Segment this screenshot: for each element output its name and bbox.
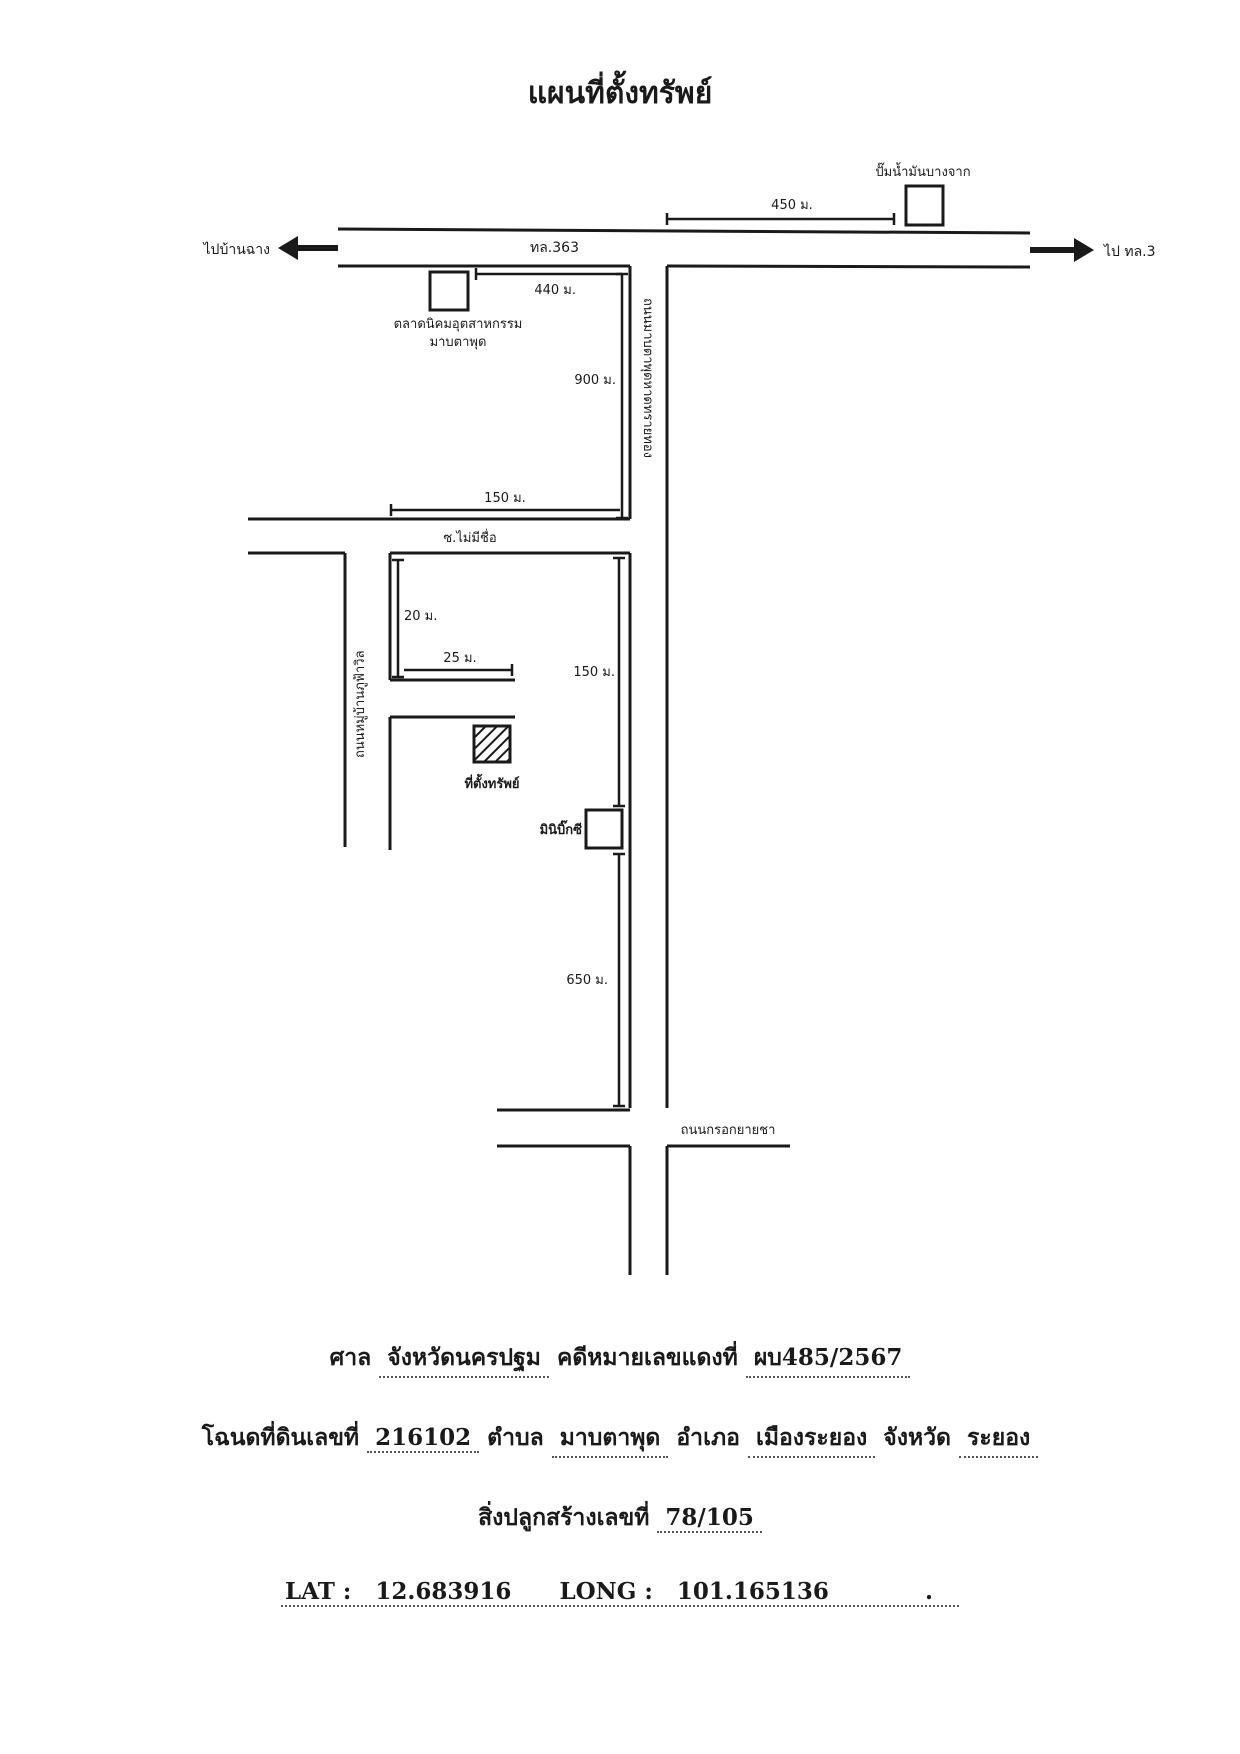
- long-label: LONG :: [559, 1578, 653, 1605]
- route363-north-edge: [337, 227, 1031, 235]
- route363-label: ทล.363: [530, 240, 579, 256]
- long-value: 101.165136: [676, 1578, 829, 1605]
- lot-v-distance: 20 ม.: [404, 609, 437, 624]
- arrow-right-icon: [1030, 238, 1094, 262]
- case-label: คดีหมายเลขแดงที่: [556, 1344, 738, 1371]
- lot-dimension: [392, 558, 514, 679]
- lot-h-distance: 25 ม.: [443, 651, 476, 666]
- minibigc-road-distance: 650 ม.: [566, 973, 608, 988]
- lat-label: LAT :: [284, 1578, 352, 1605]
- case-value: ผบ485/2567: [745, 1340, 911, 1378]
- market-v-distance: 900 ม.: [574, 373, 616, 388]
- bottom-road-label: ถนนกรอกยายชา: [681, 1123, 776, 1138]
- gas-station-label: ปั๊มน้ำมันบางจาก: [875, 162, 970, 180]
- main-road-label: ถนนมาบตาพุดหาดทรายทอง: [640, 298, 655, 458]
- property-minibigc-distance: 150 ม.: [573, 665, 615, 680]
- district-label: อำเภอ: [676, 1424, 740, 1451]
- subdistrict-value: มาบตาพุด: [551, 1420, 669, 1458]
- minibigc-road-dimension: [613, 852, 625, 1108]
- court-line: ศาล จังหวัดนครปฐม คดีหมายเลขแดงที่ ผบ485…: [0, 1340, 1240, 1378]
- property-minibigc-dimension: [613, 556, 625, 808]
- lat-value: 12.683916: [375, 1578, 512, 1605]
- soi-dimension: [389, 504, 620, 516]
- deed-value: 216102: [367, 1424, 480, 1453]
- gas-station-dimension: [665, 213, 896, 225]
- soi-label: ซ.ไม่มีชื่อ: [443, 529, 496, 546]
- building-label: สิ่งปลูกสร้างเลขที่: [478, 1504, 650, 1531]
- deed-line: โฉนดที่ดินเลขที่ 216102 ตำบล มาบตาพุด อำ…: [0, 1420, 1240, 1458]
- gas-station-distance: 450 ม.: [771, 198, 813, 213]
- court-label: ศาล: [329, 1344, 372, 1371]
- to-ban-chang-label: ไปบ้านฉาง: [203, 241, 270, 258]
- location-map: ทล.363 ไปบ้านฉาง ไป ทล.3 ปั๊มน้ำมันบางจา…: [203, 162, 1156, 1275]
- village-road-label: ถนนหมู่บ้านภูฟ้าวิล: [353, 650, 368, 758]
- route363-south-edge-right: [666, 264, 1031, 269]
- court-value: จังหวัดนครปฐม: [379, 1340, 549, 1378]
- end-mark: .: [925, 1578, 934, 1605]
- market-label-line2: มาบตาพุด: [430, 335, 487, 350]
- property-label: ที่ตั้งทรัพย์: [464, 773, 519, 792]
- minibigc-label: มินิบิ๊กซี: [540, 820, 583, 838]
- property-hatched-icon: [472, 724, 512, 764]
- page-title: แผนที่ตั้งทรัพย์: [527, 76, 713, 111]
- market-dimension: [474, 268, 628, 520]
- market-label-line1: ตลาดนิคมอุตสาหกรรม: [394, 317, 523, 332]
- minibigc-box: [584, 808, 624, 850]
- to-route3-label: ไป ทล.3: [1103, 243, 1156, 260]
- subdistrict-label: ตำบล: [487, 1424, 544, 1451]
- soi-distance: 150 ม.: [484, 491, 526, 506]
- market-box: [428, 270, 470, 312]
- province-value: ระยอง: [959, 1420, 1039, 1458]
- building-line: สิ่งปลูกสร้างเลขที่ 78/105: [0, 1500, 1240, 1536]
- deed-label: โฉนดที่ดินเลขที่: [201, 1424, 360, 1451]
- building-value: 78/105: [657, 1504, 762, 1533]
- coordinates-line: LAT : 12.683916 LONG : 101.165136 .: [0, 1578, 1240, 1607]
- gas-station-box: [904, 184, 945, 227]
- arrow-left-icon: [278, 236, 338, 260]
- market-h-distance: 440 ม.: [534, 283, 576, 298]
- district-value: เมืองระยอง: [747, 1420, 876, 1458]
- province-label: จังหวัด: [883, 1424, 951, 1451]
